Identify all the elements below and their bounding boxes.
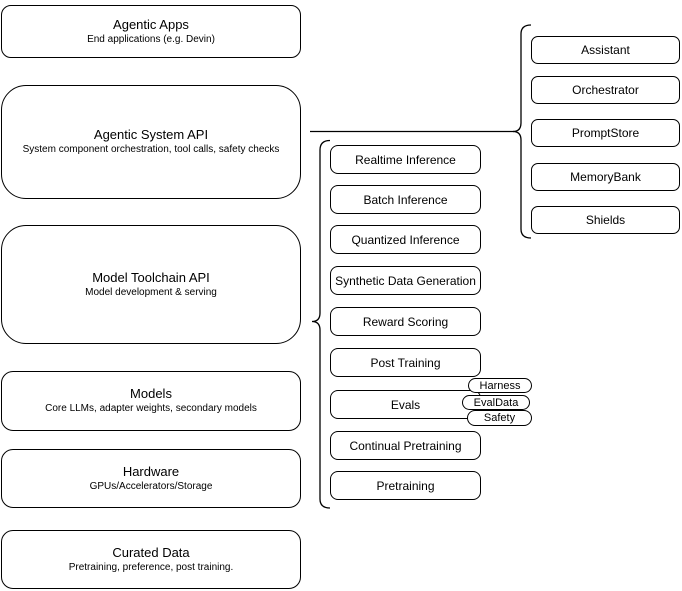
models-box: Models Core LLMs, adapter weights, secon… [1, 371, 301, 431]
models-subtitle: Core LLMs, adapter weights, secondary mo… [45, 403, 257, 414]
toolchain-box-synthetic-data-generation: Synthetic Data Generation [330, 266, 481, 295]
hardware-subtitle: GPUs/Accelerators/Storage [89, 480, 213, 492]
curated-data-subtitle: Pretraining, preference, post training. [68, 561, 234, 573]
evals-tag-evaldata: EvalData [462, 395, 530, 410]
toolchain-box-pretraining: Pretraining [330, 471, 481, 500]
agentic-system-api-title: Agentic System API [93, 127, 209, 142]
evals-tag-harness: Harness [468, 378, 532, 393]
component-box-orchestrator: Orchestrator [531, 76, 680, 104]
toolchain-brace [311, 139, 331, 509]
model-toolchain-api-subtitle: Model development & serving [85, 286, 217, 298]
curated-data-box: Curated Data Pretraining, preference, po… [1, 530, 301, 589]
evals-tag-safety: Safety [467, 410, 532, 426]
agentic-system-api-subtitle: System component orchestration, tool cal… [22, 144, 280, 155]
agentic-apps-box: Agentic Apps End applications (e.g. Devi… [1, 5, 301, 58]
toolchain-box-quantized-inference: Quantized Inference [330, 225, 481, 254]
agentic-apps-subtitle: End applications (e.g. Devin) [87, 33, 215, 45]
curated-data-title: Curated Data [112, 544, 190, 560]
agentic-apps-title: Agentic Apps [113, 16, 189, 32]
component-box-promptstore: PromptStore [531, 119, 680, 147]
toolchain-box-realtime-inference: Realtime Inference [330, 145, 481, 174]
component-box-memorybank: MemoryBank [531, 163, 680, 191]
toolchain-box-evals: Evals [330, 390, 481, 419]
hardware-title: Hardware [122, 463, 180, 479]
models-title: Models [130, 386, 172, 401]
model-toolchain-api-box: Model Toolchain API Model development & … [1, 225, 301, 344]
toolchain-box-reward-scoring: Reward Scoring [330, 307, 481, 336]
component-box-assistant: Assistant [531, 36, 680, 64]
toolchain-box-continual-pretraining: Continual Pretraining [330, 431, 481, 460]
agentic-system-api-box: Agentic System API System component orch… [1, 85, 301, 199]
toolchain-box-post-training: Post Training [330, 348, 481, 377]
toolchain-box-batch-inference: Batch Inference [330, 185, 481, 214]
component-box-shields: Shields [531, 206, 680, 234]
system-components-brace [512, 24, 532, 239]
hardware-box: Hardware GPUs/Accelerators/Storage [1, 449, 301, 508]
model-toolchain-api-title: Model Toolchain API [92, 269, 210, 285]
